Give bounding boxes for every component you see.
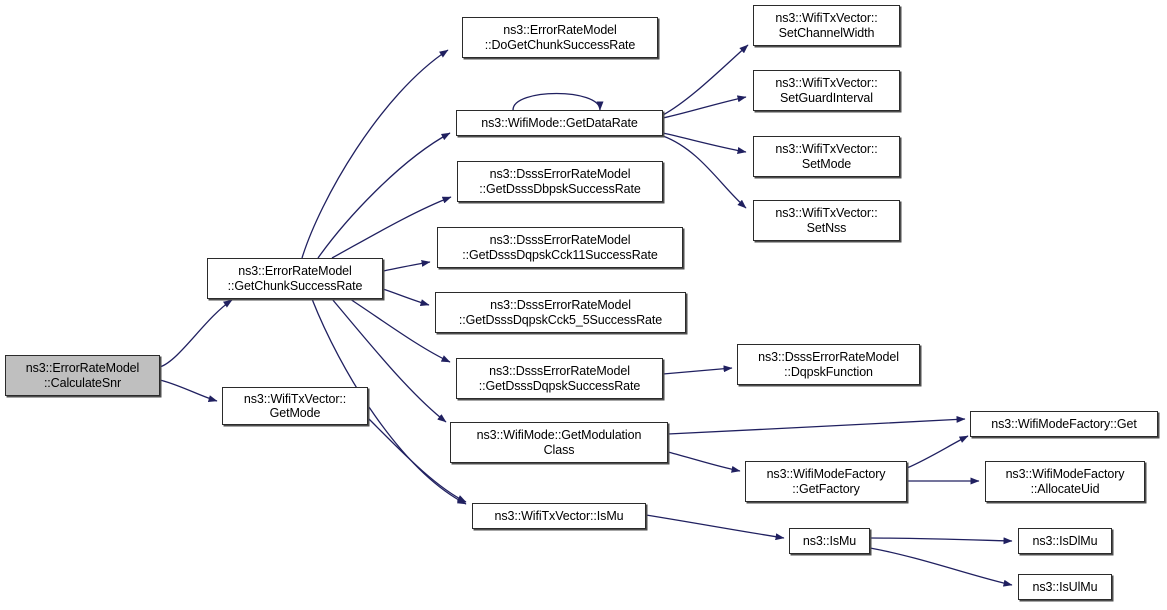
graph-node-label: ns3::WifiMode::GetModulation Class [476,428,642,457]
call-edge [382,288,430,306]
graph-node-label: ns3::WifiTxVector:: SetNss [775,206,878,235]
graph-node-dsss-dbpsk[interactable]: ns3::DsssErrorRateModel ::GetDsssDbpskSu… [457,161,663,202]
graph-node-wifimodefactory-allocateuid[interactable]: ns3::WifiModeFactory ::AllocateUid [985,461,1145,502]
graph-node-set-channel-width[interactable]: ns3::WifiTxVector:: SetChannelWidth [753,5,900,46]
call-edge [667,415,966,435]
call-edge [645,514,785,541]
call-edge [331,298,447,423]
call-edge [662,132,747,154]
graph-node-label: ns3::ErrorRateModel ::DoGetChunkSuccessR… [484,23,636,52]
call-edge [906,435,969,469]
graph-node-label: ns3::DsssErrorRateModel ::GetDsssDqpskCc… [458,298,663,327]
call-edge [662,135,747,209]
graph-node-ns3-isulmu[interactable]: ns3::IsUlMu [1018,574,1112,600]
graph-node-dsss-dqpsk-cck11[interactable]: ns3::DsssErrorRateModel ::GetDsssDqpskCc… [437,227,683,268]
graph-node-set-mode[interactable]: ns3::WifiTxVector:: SetMode [753,136,900,177]
call-edge [512,92,604,111]
call-edge [869,537,1013,545]
graph-node-calculate-snr[interactable]: ns3::ErrorRateModel ::CalculateSnr [5,355,160,396]
graph-node-set-nss[interactable]: ns3::WifiTxVector:: SetNss [753,200,900,241]
graph-node-wifimode-getdatarate[interactable]: ns3::WifiMode::GetDataRate [456,110,663,136]
call-edge [159,379,218,402]
call-edge [301,49,449,259]
graph-node-get-chunk-success-rate[interactable]: ns3::ErrorRateModel ::GetChunkSuccessRat… [207,258,383,299]
call-edge [662,95,747,119]
call-edge [367,417,467,503]
graph-node-label: ns3::IsMu [802,533,857,548]
graph-node-wifimode-getmodulationclass[interactable]: ns3::WifiMode::GetModulation Class [450,422,668,463]
graph-node-label: ns3::WifiModeFactory ::AllocateUid [1005,467,1125,496]
graph-node-label: ns3::WifiTxVector:: SetChannelWidth [775,11,878,40]
graph-node-wifitxvector-getmode[interactable]: ns3::WifiTxVector:: GetMode [222,387,368,425]
call-edge [662,365,733,375]
graph-node-label: ns3::WifiModeFactory ::GetFactory [766,467,886,496]
graph-node-wifitxvector-ismu[interactable]: ns3::WifiTxVector::IsMu [472,503,646,529]
graph-node-label: ns3::IsUlMu [1032,579,1098,594]
call-edge [382,259,431,272]
graph-node-do-get-chunk-success-rate[interactable]: ns3::ErrorRateModel ::DoGetChunkSuccessR… [462,17,658,58]
graph-node-ns3-isdlmu[interactable]: ns3::IsDlMu [1018,528,1112,554]
graph-node-set-guard-interval[interactable]: ns3::WifiTxVector:: SetGuardInterval [753,70,900,111]
graph-node-label: ns3::WifiTxVector:: GetMode [243,391,347,421]
graph-node-label: ns3::DsssErrorRateModel ::DqpskFunction [758,350,899,379]
call-edge [159,299,233,368]
graph-node-label: ns3::WifiMode::GetDataRate [481,115,638,130]
call-edge [317,132,451,259]
graph-node-dsss-dqpsk-cck5-5[interactable]: ns3::DsssErrorRateModel ::GetDsssDqpskCc… [435,292,686,333]
graph-node-label: ns3::DsssErrorRateModel ::GetDsssDqpskCc… [462,233,658,262]
graph-node-dsss-dqpsk[interactable]: ns3::DsssErrorRateModel ::GetDsssDqpskSu… [456,358,663,399]
graph-node-label: ns3::WifiModeFactory::Get [991,416,1137,431]
graph-node-label: ns3::DsssErrorRateModel ::GetDsssDqpskSu… [478,364,641,393]
graph-node-label: ns3::ErrorRateModel ::CalculateSnr [25,361,140,390]
graph-node-wifimodefactory-get[interactable]: ns3::WifiModeFactory::Get [970,411,1158,437]
graph-node-dqpsk-function[interactable]: ns3::DsssErrorRateModel ::DqpskFunction [737,344,920,385]
graph-node-label: ns3::DsssErrorRateModel ::GetDsssDbpskSu… [479,167,641,196]
graph-node-label: ns3::IsDlMu [1032,533,1098,548]
graph-node-label: ns3::WifiTxVector:: SetMode [775,142,878,171]
call-edge [349,298,451,363]
graph-node-ns3-ismu[interactable]: ns3::IsMu [789,528,870,554]
call-edge [667,451,741,473]
graph-node-label: ns3::WifiTxVector::IsMu [494,508,624,523]
call-edge [311,298,467,505]
graph-node-label: ns3::WifiTxVector:: SetGuardInterval [775,76,878,105]
call-edge [869,547,1013,587]
call-edge [331,196,452,259]
call-edge [662,44,749,116]
graph-node-label: ns3::ErrorRateModel ::GetChunkSuccessRat… [227,264,363,293]
graph-node-wifimodefactory-getfactory[interactable]: ns3::WifiModeFactory ::GetFactory [745,461,907,502]
